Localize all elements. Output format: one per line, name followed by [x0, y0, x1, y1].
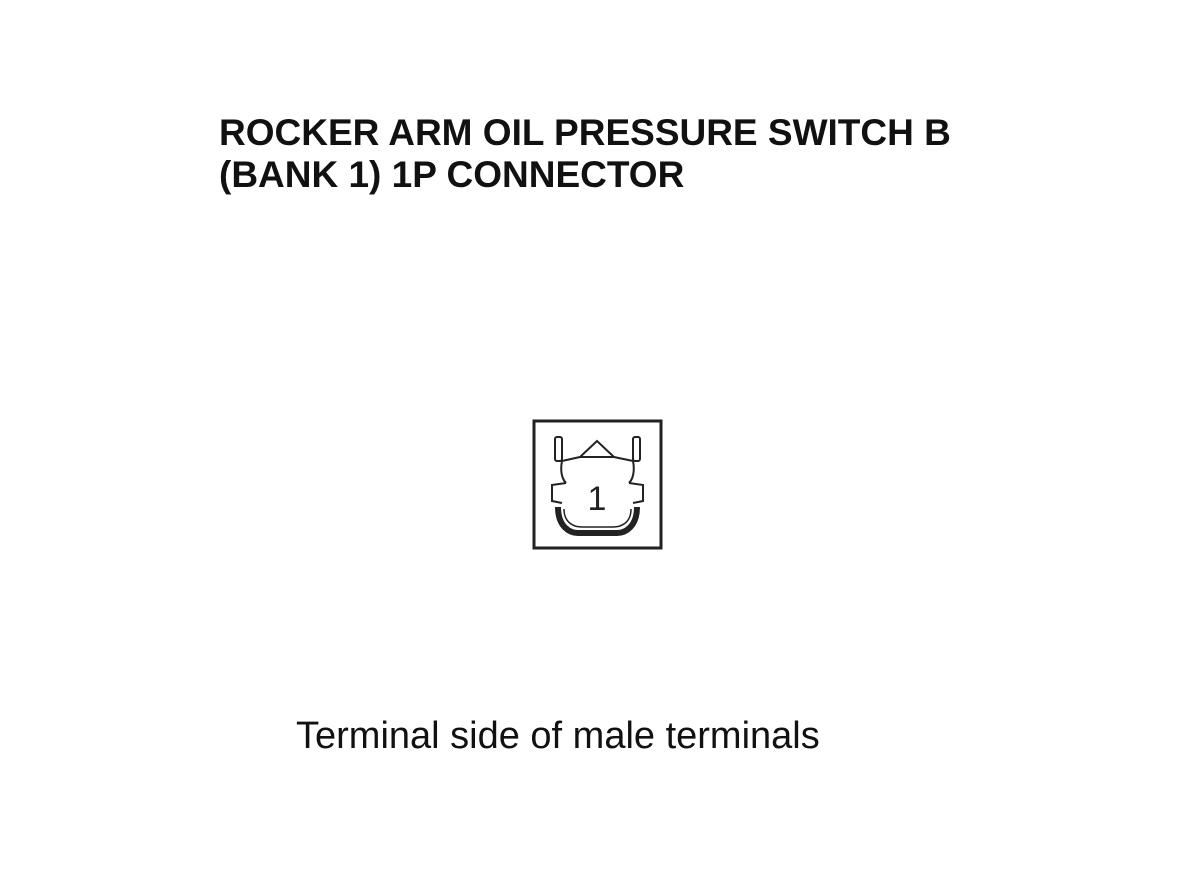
connector-seal — [555, 506, 640, 536]
lock-triangle — [577, 439, 617, 458]
connector-title-line-2: (BANK 1) 1P CONNECTOR — [219, 154, 685, 195]
connector-title-line-1: ROCKER ARM OIL PRESSURE SWITCH B — [219, 112, 951, 153]
connector-body-outline — [551, 456, 644, 504]
right-lock-tab — [632, 436, 641, 462]
connector-caption: Terminal side of male terminals — [296, 715, 820, 757]
connector-1p-icon: 1 — [532, 419, 663, 550]
left-lock-tab — [554, 436, 563, 462]
terminal-number: 1 — [588, 480, 607, 518]
connector-diagram-svg: 1 — [532, 419, 663, 550]
connector-frame — [532, 419, 663, 550]
connector-title: ROCKER ARM OIL PRESSURE SWITCH B (BANK 1… — [219, 112, 1119, 196]
connector-seal-inner — [563, 508, 632, 528]
